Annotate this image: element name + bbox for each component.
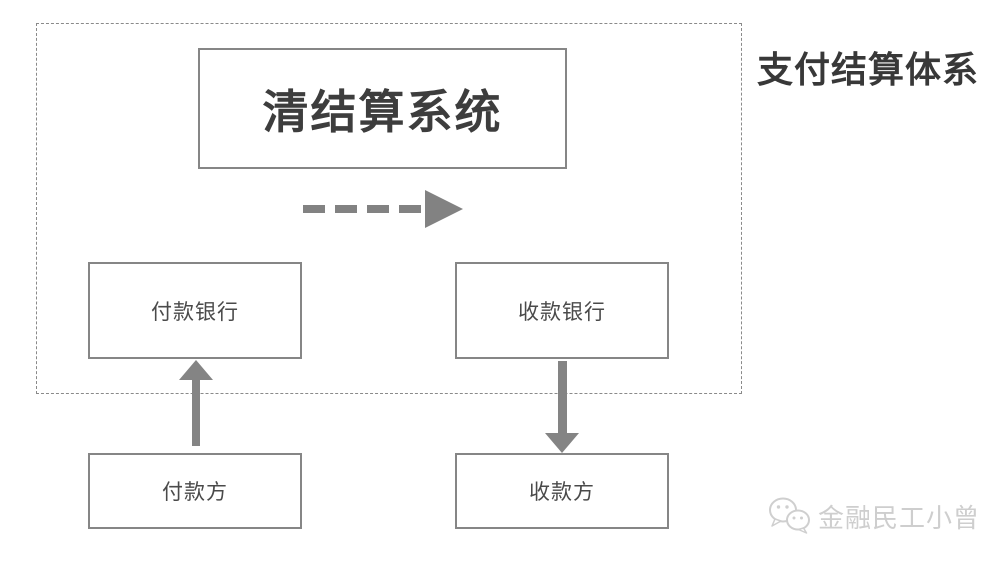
node-receiving-bank: 收款银行 [455,262,669,359]
node-payee: 收款方 [455,453,669,529]
node-payer-label: 付款方 [162,481,228,504]
watermark: 金融民工小曾 [768,497,980,535]
arrow-payer-to-paying-bank-head [179,360,213,380]
system-boundary-dashed-box [36,23,742,394]
arrow-receiving-bank-to-payee-head [545,433,579,453]
diagram-title: 支付结算体系 [757,49,980,90]
wechat-icon [769,497,810,534]
node-payee-label: 收款方 [529,481,595,504]
node-paying-bank: 付款银行 [88,262,302,359]
dashed-arrow-line [303,205,425,213]
watermark-label: 金融民工小曾 [818,502,981,533]
dashed-arrow-right-head [425,190,463,228]
node-clearing-system: 清结算系统 [198,48,567,169]
node-clearing-system-label: 清结算系统 [262,85,503,138]
node-payer: 付款方 [88,453,302,529]
arrow-receiving-bank-to-payee-shaft [558,361,567,434]
node-paying-bank-label: 付款银行 [151,300,239,324]
node-receiving-bank-label: 收款银行 [518,300,606,324]
arrow-payer-to-paying-bank-shaft [192,378,200,446]
